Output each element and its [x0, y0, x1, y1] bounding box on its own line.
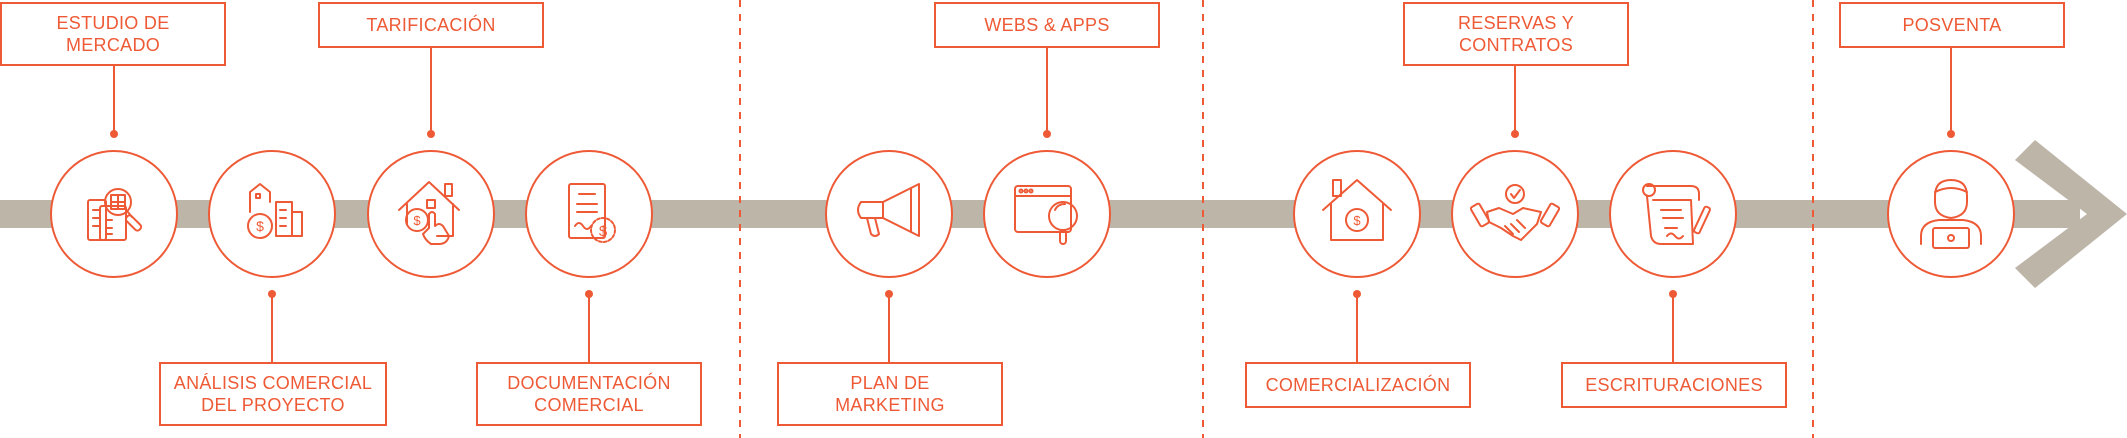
- stage-label-webs-apps: WEBS & APPS: [934, 2, 1160, 48]
- stage-node: $: [367, 48, 495, 278]
- stage-label-plan-de-marketing: PLAN DE MARKETING: [777, 362, 1003, 426]
- svg-text:$: $: [413, 213, 421, 228]
- connector-dot: [1947, 130, 1955, 138]
- stage-label-documentacion-comercial: DOCUMENTACIÓN COMERCIAL: [476, 362, 702, 426]
- timeline-arrow-head: [2015, 140, 2127, 288]
- stage-circle: [208, 150, 336, 278]
- stage-label-tarificacion: TARIFICACIÓN: [318, 2, 544, 48]
- stage-circle: [367, 150, 495, 278]
- stage-node: [1887, 48, 2015, 278]
- stage-node: $: [525, 150, 653, 362]
- stage-circle: [825, 150, 953, 278]
- svg-text:$: $: [1353, 213, 1361, 228]
- connector-dot: [1511, 130, 1519, 138]
- connector-dot: [885, 290, 893, 298]
- house-dollar-icon: $: [1322, 179, 1392, 241]
- connector-dot: [1669, 290, 1677, 298]
- deeds-icon: [1642, 183, 1711, 245]
- stage-node: [825, 150, 953, 362]
- connector-dot: [1353, 290, 1361, 298]
- stage-label-escrituraciones: ESCRITURACIONES: [1561, 362, 1787, 408]
- stage-circle: [1293, 150, 1421, 278]
- connector-dot: [110, 130, 118, 138]
- web-apps-icon: [1014, 185, 1078, 245]
- stage-label-comercializacion: COMERCIALIZACIÓN: [1245, 362, 1471, 408]
- commercial-documents-icon: $: [568, 183, 616, 243]
- handshake-icon: [1469, 184, 1561, 241]
- commercial-analysis-icon: $: [247, 183, 303, 239]
- megaphone-icon: [857, 183, 920, 237]
- stage-node: [983, 48, 1111, 278]
- stage-circle: [1451, 150, 1579, 278]
- connector-dot: [268, 290, 276, 298]
- connector-dot: [585, 290, 593, 298]
- stage-node: $: [208, 150, 336, 362]
- stage-circle: [525, 150, 653, 278]
- connector-dot: [1043, 130, 1051, 138]
- stage-circle: [1887, 150, 2015, 278]
- stage-node: [1609, 150, 1737, 362]
- pricing-icon: $: [398, 181, 460, 245]
- svg-text:$: $: [599, 223, 608, 240]
- stage-label-posventa: POSVENTA: [1839, 2, 2065, 48]
- stage-label-estudio-de-mercado: ESTUDIO DE MERCADO: [0, 2, 226, 66]
- after-sales-icon: [1920, 179, 1982, 249]
- market-research-icon: [87, 188, 143, 241]
- stage-label-analisis-comercial: ANÁLISIS COMERCIAL DEL PROYECTO: [159, 362, 387, 426]
- stage-node: $: [1293, 150, 1421, 362]
- stage-node: [50, 66, 178, 278]
- stage-circle: [983, 150, 1111, 278]
- stage-node: [1451, 66, 1579, 278]
- connector-dot: [427, 130, 435, 138]
- stage-label-reservas-contratos: RESERVAS Y CONTRATOS: [1403, 2, 1629, 66]
- stage-circle: [1609, 150, 1737, 278]
- svg-text:$: $: [256, 218, 264, 234]
